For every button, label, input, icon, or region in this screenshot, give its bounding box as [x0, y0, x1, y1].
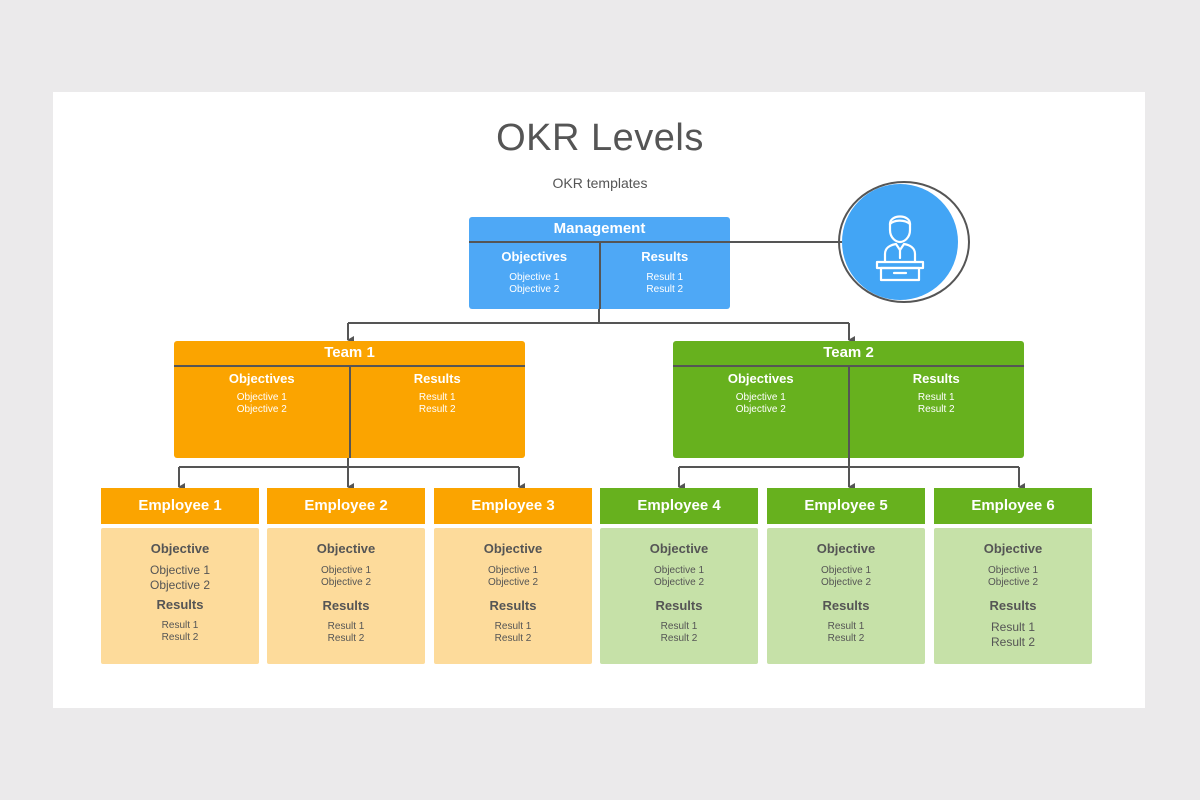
employee-result-item: Result 2 — [990, 635, 1036, 649]
employee-results-label: Results — [822, 598, 870, 613]
team-node-1: Team 1 Objectives Objective 1 Objective … — [174, 341, 525, 458]
employee-objective-item: Objective 2 — [653, 577, 705, 588]
slide-subtitle: OKR templates — [552, 175, 648, 191]
team-result-item: Result 1 — [418, 392, 456, 403]
management-result-item: Result 2 — [646, 284, 684, 295]
employee-objective-label: Objective — [649, 541, 709, 556]
employee-objective-item: Objective 1 — [487, 565, 539, 576]
team-divider — [348, 367, 351, 458]
team-objectives: Objectives Objective 1 Objective 2 — [174, 367, 350, 458]
employee-objective-item: Objective 1 — [149, 563, 211, 577]
employee-card-6: Objective Objective 1 Objective 2 Result… — [934, 528, 1092, 664]
employee-card-5: Objective Objective 1 Objective 2 Result… — [767, 528, 925, 664]
employee-result-item: Result 1 — [827, 621, 865, 632]
team-objectives-label: Objectives — [727, 371, 794, 386]
team-result-item: Result 2 — [418, 404, 456, 415]
employee-results-label: Results — [655, 598, 703, 613]
employee-result-item: Result 2 — [327, 633, 365, 644]
employee-result-item: Result 1 — [161, 620, 199, 631]
employee-result-item: Result 1 — [327, 621, 365, 632]
employee-header-6: Employee 6 — [934, 488, 1092, 524]
team-title: Team 2 — [673, 341, 1024, 367]
employee-result-item: Result 1 — [494, 621, 532, 632]
employee-objective-label: Objective — [316, 541, 376, 556]
employee-objective-label: Objective — [816, 541, 876, 556]
team-results-label: Results — [912, 371, 960, 386]
employee-objective-label: Objective — [983, 541, 1043, 556]
management-title: Management — [469, 217, 730, 243]
management-node: Management Objectives Objective 1 Object… — [469, 217, 730, 309]
team-objective-item: Objective 1 — [735, 392, 786, 403]
employee-results-label: Results — [489, 598, 537, 613]
team-divider — [847, 367, 850, 458]
team-objective-item: Objective 2 — [735, 404, 786, 415]
management-objectives-label: Objectives — [501, 249, 568, 264]
employee-result-item: Result 2 — [827, 633, 865, 644]
slide-title: OKR Levels — [496, 117, 704, 159]
management-objective-item: Objective 1 — [509, 272, 560, 283]
employee-objective-label: Objective — [150, 541, 210, 556]
employee-results-label: Results — [156, 597, 204, 612]
employee-objective-item: Objective 2 — [487, 577, 539, 588]
employee-objective-item: Objective 2 — [320, 577, 372, 588]
employee-header-3: Employee 3 — [434, 488, 592, 524]
employee-result-item: Result 2 — [161, 632, 199, 643]
team-objective-item: Objective 1 — [236, 392, 287, 403]
team-result-item: Result 2 — [917, 404, 955, 415]
team-results: Results Result 1 Result 2 — [849, 367, 1025, 458]
employee-objective-item: Objective 1 — [320, 565, 372, 576]
employee-header-5: Employee 5 — [767, 488, 925, 524]
management-divider — [598, 243, 601, 309]
management-results-label: Results — [641, 249, 689, 264]
employee-header-2: Employee 2 — [267, 488, 425, 524]
team-node-2: Team 2 Objectives Objective 1 Objective … — [673, 341, 1024, 458]
management-results: Results Result 1 Result 2 — [600, 243, 731, 309]
management-result-item: Result 1 — [646, 272, 684, 283]
team-results-label: Results — [413, 371, 461, 386]
employee-header-1: Employee 1 — [101, 488, 259, 524]
employee-results-label: Results — [322, 598, 370, 613]
team-result-item: Result 1 — [917, 392, 955, 403]
employee-result-item: Result 2 — [494, 633, 532, 644]
management-objective-item: Objective 2 — [509, 284, 560, 295]
employee-results-label: Results — [989, 598, 1037, 613]
employee-card-4: Objective Objective 1 Objective 2 Result… — [600, 528, 758, 664]
employee-header-4: Employee 4 — [600, 488, 758, 524]
management-objectives: Objectives Objective 1 Objective 2 — [469, 243, 600, 309]
team-title: Team 1 — [174, 341, 525, 367]
team-results: Results Result 1 Result 2 — [350, 367, 526, 458]
employee-card-1: Objective Objective 1 Objective 2 Result… — [101, 528, 259, 664]
icon-ring — [838, 181, 970, 303]
team-objective-item: Objective 2 — [236, 404, 287, 415]
employee-card-2: Objective Objective 1 Objective 2 Result… — [267, 528, 425, 664]
team-objectives: Objectives Objective 1 Objective 2 — [673, 367, 849, 458]
employee-objective-item: Objective 1 — [820, 565, 872, 576]
employee-card-3: Objective Objective 1 Objective 2 Result… — [434, 528, 592, 664]
team-objectives-label: Objectives — [228, 371, 295, 386]
employee-objective-item: Objective 2 — [987, 577, 1039, 588]
employee-objective-item: Objective 2 — [149, 578, 211, 592]
presenter-at-podium-icon — [842, 184, 958, 300]
employee-result-item: Result 1 — [660, 621, 698, 632]
employee-objective-label: Objective — [483, 541, 543, 556]
employee-objective-item: Objective 1 — [987, 565, 1039, 576]
employee-result-item: Result 1 — [990, 620, 1036, 634]
employee-objective-item: Objective 1 — [653, 565, 705, 576]
employee-result-item: Result 2 — [660, 633, 698, 644]
employee-objective-item: Objective 2 — [820, 577, 872, 588]
